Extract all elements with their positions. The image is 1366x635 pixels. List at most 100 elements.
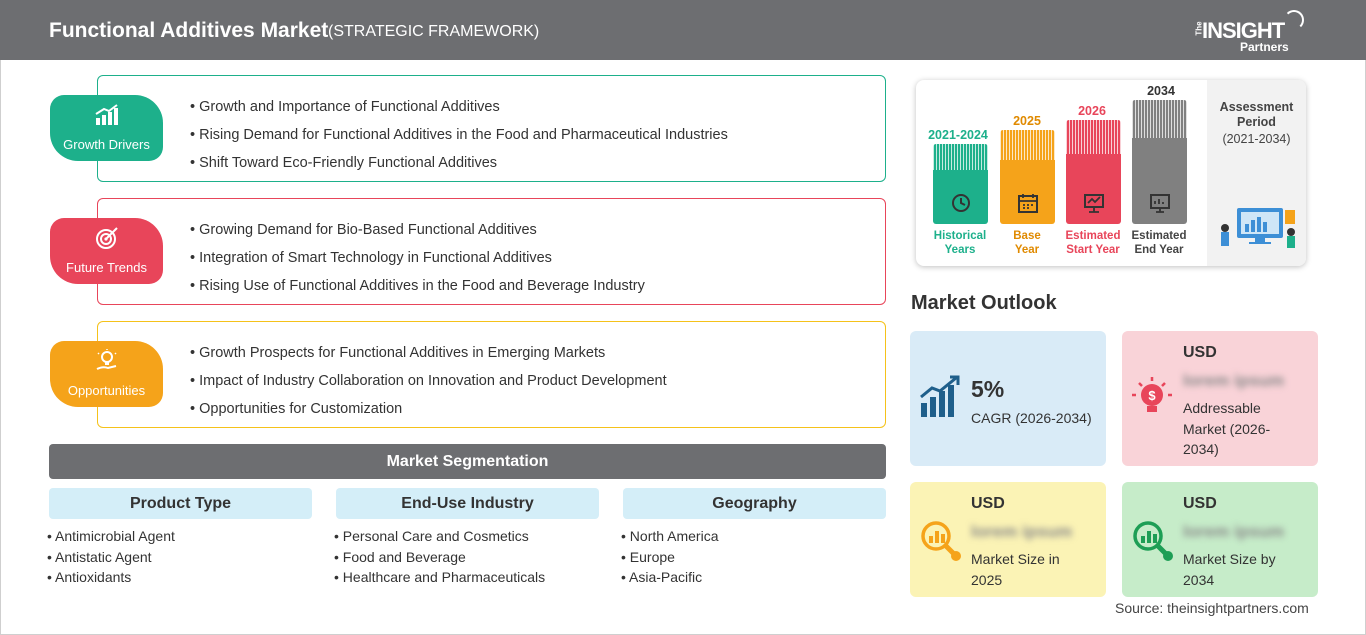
list-item: Europe	[621, 547, 886, 568]
list-item: Rising Demand for Functional Additives i…	[190, 121, 728, 149]
logo-arc-icon	[1284, 10, 1304, 30]
size-2034-label-line: 2034	[1183, 571, 1215, 588]
segment-heading: End-Use Industry	[336, 488, 599, 519]
assessment-range: (2021-2034)	[1222, 132, 1291, 146]
size-2034-value: lorem ipsum	[1183, 522, 1285, 541]
future-trends-badge: Future Trends	[50, 218, 163, 284]
list-item: Asia-Pacific	[621, 567, 886, 588]
bar-label-start: Estimated Start Year	[1056, 229, 1130, 257]
list-item: Antistatic Agent	[47, 547, 312, 568]
list-item: Growing Demand for Bio-Based Functional …	[190, 216, 645, 244]
future-trends-list: Growing Demand for Bio-Based Functional …	[190, 216, 645, 300]
assessment-period: Assessment Period (2021-2034)	[1207, 80, 1306, 266]
list-item: Antioxidants	[47, 567, 312, 588]
bar-label-line: Historical	[933, 230, 987, 242]
bar-year-historical: 2021-2024	[928, 128, 988, 142]
size-2034-label-line: Market Size by	[1183, 551, 1276, 567]
monitor-chart-icon	[1150, 194, 1170, 213]
assessment-title: Assessment Period	[1207, 100, 1306, 130]
bar-label-line: Start Year	[1066, 244, 1120, 256]
source-link[interactable]: Source: theinsightpartners.com	[1115, 600, 1309, 616]
list-item: Opportunities for Customization	[190, 395, 667, 423]
bar-year-base: 2025	[1013, 114, 1041, 128]
market-segmentation-bar: Market Segmentation	[49, 444, 886, 479]
size-2025-label: Market Size in 2025	[971, 549, 1060, 590]
size-2034-currency: USD	[1183, 495, 1217, 512]
addressable-value: lorem ipsum	[1183, 371, 1285, 390]
bar-label-end: Estimated End Year	[1122, 229, 1196, 257]
bar-label-base: Base Year	[990, 229, 1064, 257]
size-2025-value: lorem ipsum	[971, 522, 1073, 541]
addressable-label-line: Addressable	[1183, 400, 1261, 416]
bar-label-line: End Year	[1134, 244, 1184, 256]
lightbulb-hand-icon	[96, 349, 117, 370]
bar-growth-icon	[95, 104, 118, 125]
logo-insight: INSIGHT	[1202, 18, 1285, 43]
segment-geography: Geography North America Europe Asia-Paci…	[623, 488, 886, 588]
bar-year-end: 2034	[1147, 84, 1175, 98]
list-item: Rising Use of Functional Additives in th…	[190, 272, 645, 300]
magnifier-chart-icon	[921, 521, 961, 561]
list-item: North America	[621, 526, 886, 547]
opportunities-box: Growth Prospects for Functional Additive…	[97, 321, 886, 428]
badge-label: Growth Drivers	[63, 137, 150, 152]
timeline-card: 2021-2024 Historical Years 2025 Base Yea…	[916, 80, 1306, 266]
size-2025-currency: USD	[971, 495, 1005, 512]
magnifier-chart-icon	[1133, 521, 1173, 561]
list-item: Healthcare and Pharmaceuticals	[334, 567, 599, 588]
cagr-value: 5%	[971, 376, 1005, 402]
opportunities-badge: Opportunities	[50, 341, 163, 407]
bar-label-line: Estimated	[1131, 230, 1187, 242]
addressable-label: Addressable Market (2026- 2034)	[1183, 398, 1270, 460]
cagr-card: 5% CAGR (2026-2034)	[910, 331, 1106, 466]
insight-partners-logo[interactable]: The INSIGHT Partners	[1190, 10, 1310, 54]
list-item: Food and Beverage	[334, 547, 599, 568]
list-item: Shift Toward Eco-Friendly Functional Add…	[190, 149, 728, 177]
svg-text:$: $	[1148, 388, 1156, 403]
presentation-icon	[1084, 194, 1104, 213]
size-2025-label-line: Market Size in	[971, 551, 1060, 567]
lightbulb-dollar-icon: $	[1132, 377, 1172, 412]
segment-list: Personal Care and Cosmetics Food and Bev…	[336, 526, 599, 588]
segment-list: Antimicrobial Agent Antistatic Agent Ant…	[49, 526, 312, 588]
assessment-title-line: Period	[1237, 115, 1276, 129]
list-item: Growth and Importance of Functional Addi…	[190, 93, 728, 121]
bar-label-line: Base	[1013, 230, 1041, 242]
market-size-2034-card: USD lorem ipsum Market Size by 2034	[1122, 482, 1318, 597]
growth-drivers-box: Growth and Importance of Functional Addi…	[97, 75, 886, 182]
addressable-label-line: Market (2026-	[1183, 420, 1271, 437]
opportunities-list: Growth Prospects for Functional Additive…	[190, 339, 667, 423]
growth-chart-icon	[920, 375, 960, 417]
size-2034-label: Market Size by 2034	[1183, 549, 1276, 590]
segment-product-type: Product Type Antimicrobial Agent Antista…	[49, 488, 312, 588]
bar-label-historical: Historical Years	[923, 229, 997, 257]
addressable-market-card: $ USD lorem ipsum Addressable Market (20…	[1122, 331, 1318, 466]
list-item: Growth Prospects for Functional Additive…	[190, 339, 667, 367]
badge-label: Future Trends	[66, 260, 147, 275]
list-item: Personal Care and Cosmetics	[334, 526, 599, 547]
page-title: Functional Additives Market	[49, 19, 329, 42]
size-2025-label-line: 2025	[971, 571, 1003, 588]
bar-label-line: Years	[944, 244, 976, 256]
addressable-currency: USD	[1183, 344, 1217, 361]
bar-label-line: Estimated	[1065, 230, 1121, 242]
growth-drivers-badge: Growth Drivers	[50, 95, 163, 161]
market-size-2025-card: USD lorem ipsum Market Size in 2025	[910, 482, 1106, 597]
bar-year-start: 2026	[1078, 104, 1106, 118]
bar-label-line: Year	[1014, 244, 1040, 256]
segment-end-use-industry: End-Use Industry Personal Care and Cosme…	[336, 488, 599, 588]
addressable-label-line: 2034)	[1183, 441, 1219, 457]
segment-list: North America Europe Asia-Pacific	[623, 526, 886, 588]
logo-partners: Partners	[1240, 40, 1289, 54]
page-subtitle: (STRATEGIC FRAMEWORK)	[328, 23, 540, 40]
header-bar: Functional Additives Market (STRATEGIC F…	[0, 0, 1366, 60]
market-outlook-title: Market Outlook	[911, 292, 1057, 314]
badge-label: Opportunities	[67, 383, 146, 398]
analytics-illustration-icon	[1221, 208, 1295, 248]
list-item: Antimicrobial Agent	[47, 526, 312, 547]
segment-heading: Product Type	[49, 488, 312, 519]
history-icon	[952, 194, 970, 212]
assessment-title-line: Assessment	[1219, 100, 1294, 114]
calendar-icon	[1018, 194, 1038, 213]
future-trends-box: Growing Demand for Bio-Based Functional …	[97, 198, 886, 305]
